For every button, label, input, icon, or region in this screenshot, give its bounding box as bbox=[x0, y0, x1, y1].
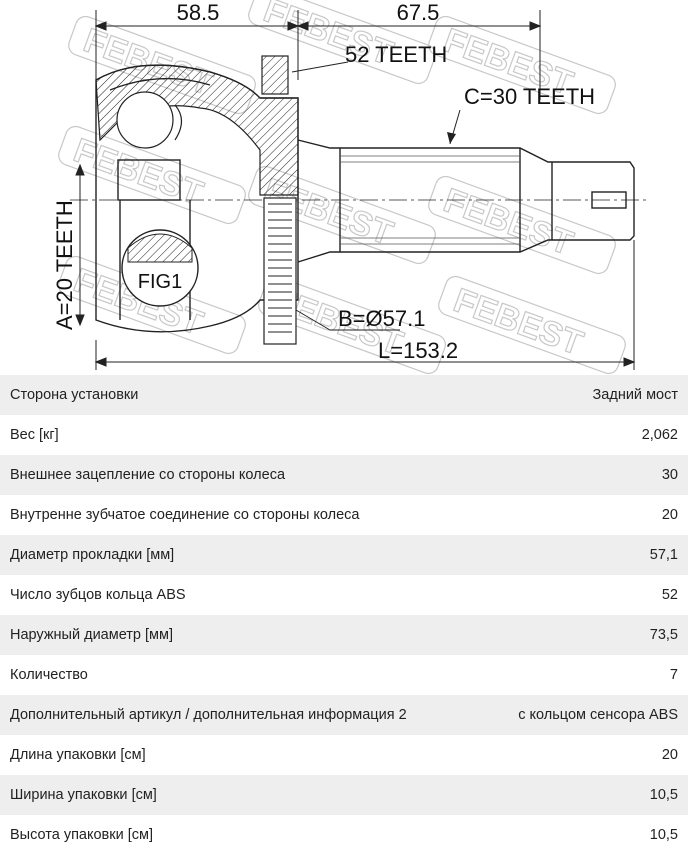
teeth-c-label: C=30 TEETH bbox=[464, 84, 595, 109]
spec-label: Дополнительный артикул / дополнительная … bbox=[10, 707, 407, 723]
spec-label: Диаметр прокладки [мм] bbox=[10, 547, 175, 563]
abs-teeth-block bbox=[261, 55, 289, 95]
spec-value: 7 bbox=[669, 667, 678, 683]
shaft-splines bbox=[340, 155, 520, 245]
spec-label: Число зубцов кольца ABS bbox=[10, 587, 186, 603]
spec-label: Внутренне зубчатое соединение со стороны… bbox=[10, 507, 360, 523]
abs-ring bbox=[263, 197, 297, 345]
spec-row: Дополнительный артикул / дополнительная … bbox=[0, 695, 688, 735]
spec-label: Количество bbox=[10, 667, 88, 683]
spec-value: 52 bbox=[661, 587, 678, 603]
spec-row: Внешнее зацепление со стороны колеса 30 bbox=[0, 455, 688, 495]
spec-label: Ширина упаковки [см] bbox=[10, 787, 157, 803]
spec-row: Число зубцов кольца ABS 52 bbox=[0, 575, 688, 615]
spec-row: Внутренне зубчатое соединение со стороны… bbox=[0, 495, 688, 535]
shaft bbox=[297, 139, 635, 263]
teeth-a-label: A=20 TEETH bbox=[52, 200, 77, 330]
ball-element bbox=[116, 91, 174, 149]
spec-value: 73,5 bbox=[649, 627, 678, 643]
spec-value: 10,5 bbox=[649, 827, 678, 843]
fig1-label: FIG1 bbox=[138, 271, 182, 293]
spec-row: Количество 7 bbox=[0, 655, 688, 695]
dim-58-5-label: 58.5 bbox=[177, 0, 220, 25]
spec-row: Ширина упаковки [см] 10,5 bbox=[0, 775, 688, 815]
spec-value: 2,062 bbox=[641, 427, 678, 443]
spec-value: 20 bbox=[661, 507, 678, 523]
spec-row: Сторона установки Задний мост bbox=[0, 375, 688, 415]
length-l-label: L=153.2 bbox=[378, 338, 458, 363]
spec-label: Высота упаковки [см] bbox=[10, 827, 154, 843]
dim-67-5-label: 67.5 bbox=[397, 0, 440, 25]
spec-value: 30 bbox=[661, 467, 678, 483]
spec-value: с кольцом сенсора ABS bbox=[518, 707, 678, 723]
spec-label: Вес [кг] bbox=[10, 427, 59, 443]
spec-row: Вес [кг] 2,062 bbox=[0, 415, 688, 455]
fig1-detail: FIG1 bbox=[121, 229, 199, 307]
spec-value: 10,5 bbox=[649, 787, 678, 803]
spec-label: Длина упаковки [см] bbox=[10, 747, 146, 763]
spec-value: Задний мост bbox=[592, 387, 678, 403]
diameter-b-label: B=Ø57.1 bbox=[338, 306, 425, 331]
spec-value: 20 bbox=[661, 747, 678, 763]
watermark-text: FEBEST bbox=[439, 181, 578, 263]
spec-row: Длина упаковки [см] 20 bbox=[0, 735, 688, 775]
spec-row: Наружный диаметр [мм] 73,5 bbox=[0, 615, 688, 655]
teeth-52-label: 52 TEETH bbox=[345, 42, 447, 67]
spec-row: Высота упаковки [см] 10,5 bbox=[0, 815, 688, 855]
spec-label: Внешнее зацепление со стороны колеса bbox=[10, 467, 286, 483]
cv-joint-drawing: FEBEST FEBEST FEBEST FEBEST FEBEST FEBES… bbox=[52, 0, 650, 375]
watermark-text: FEBEST bbox=[449, 281, 588, 363]
technical-drawing: FEBEST FEBEST FEBEST FEBEST FEBEST FEBES… bbox=[0, 0, 688, 375]
spec-label: Сторона установки bbox=[10, 387, 139, 403]
spec-row: Диаметр прокладки [мм] 57,1 bbox=[0, 535, 688, 575]
dimension-lines bbox=[75, 10, 636, 370]
spec-value: 57,1 bbox=[649, 547, 678, 563]
spec-label: Наружный диаметр [мм] bbox=[10, 627, 174, 643]
